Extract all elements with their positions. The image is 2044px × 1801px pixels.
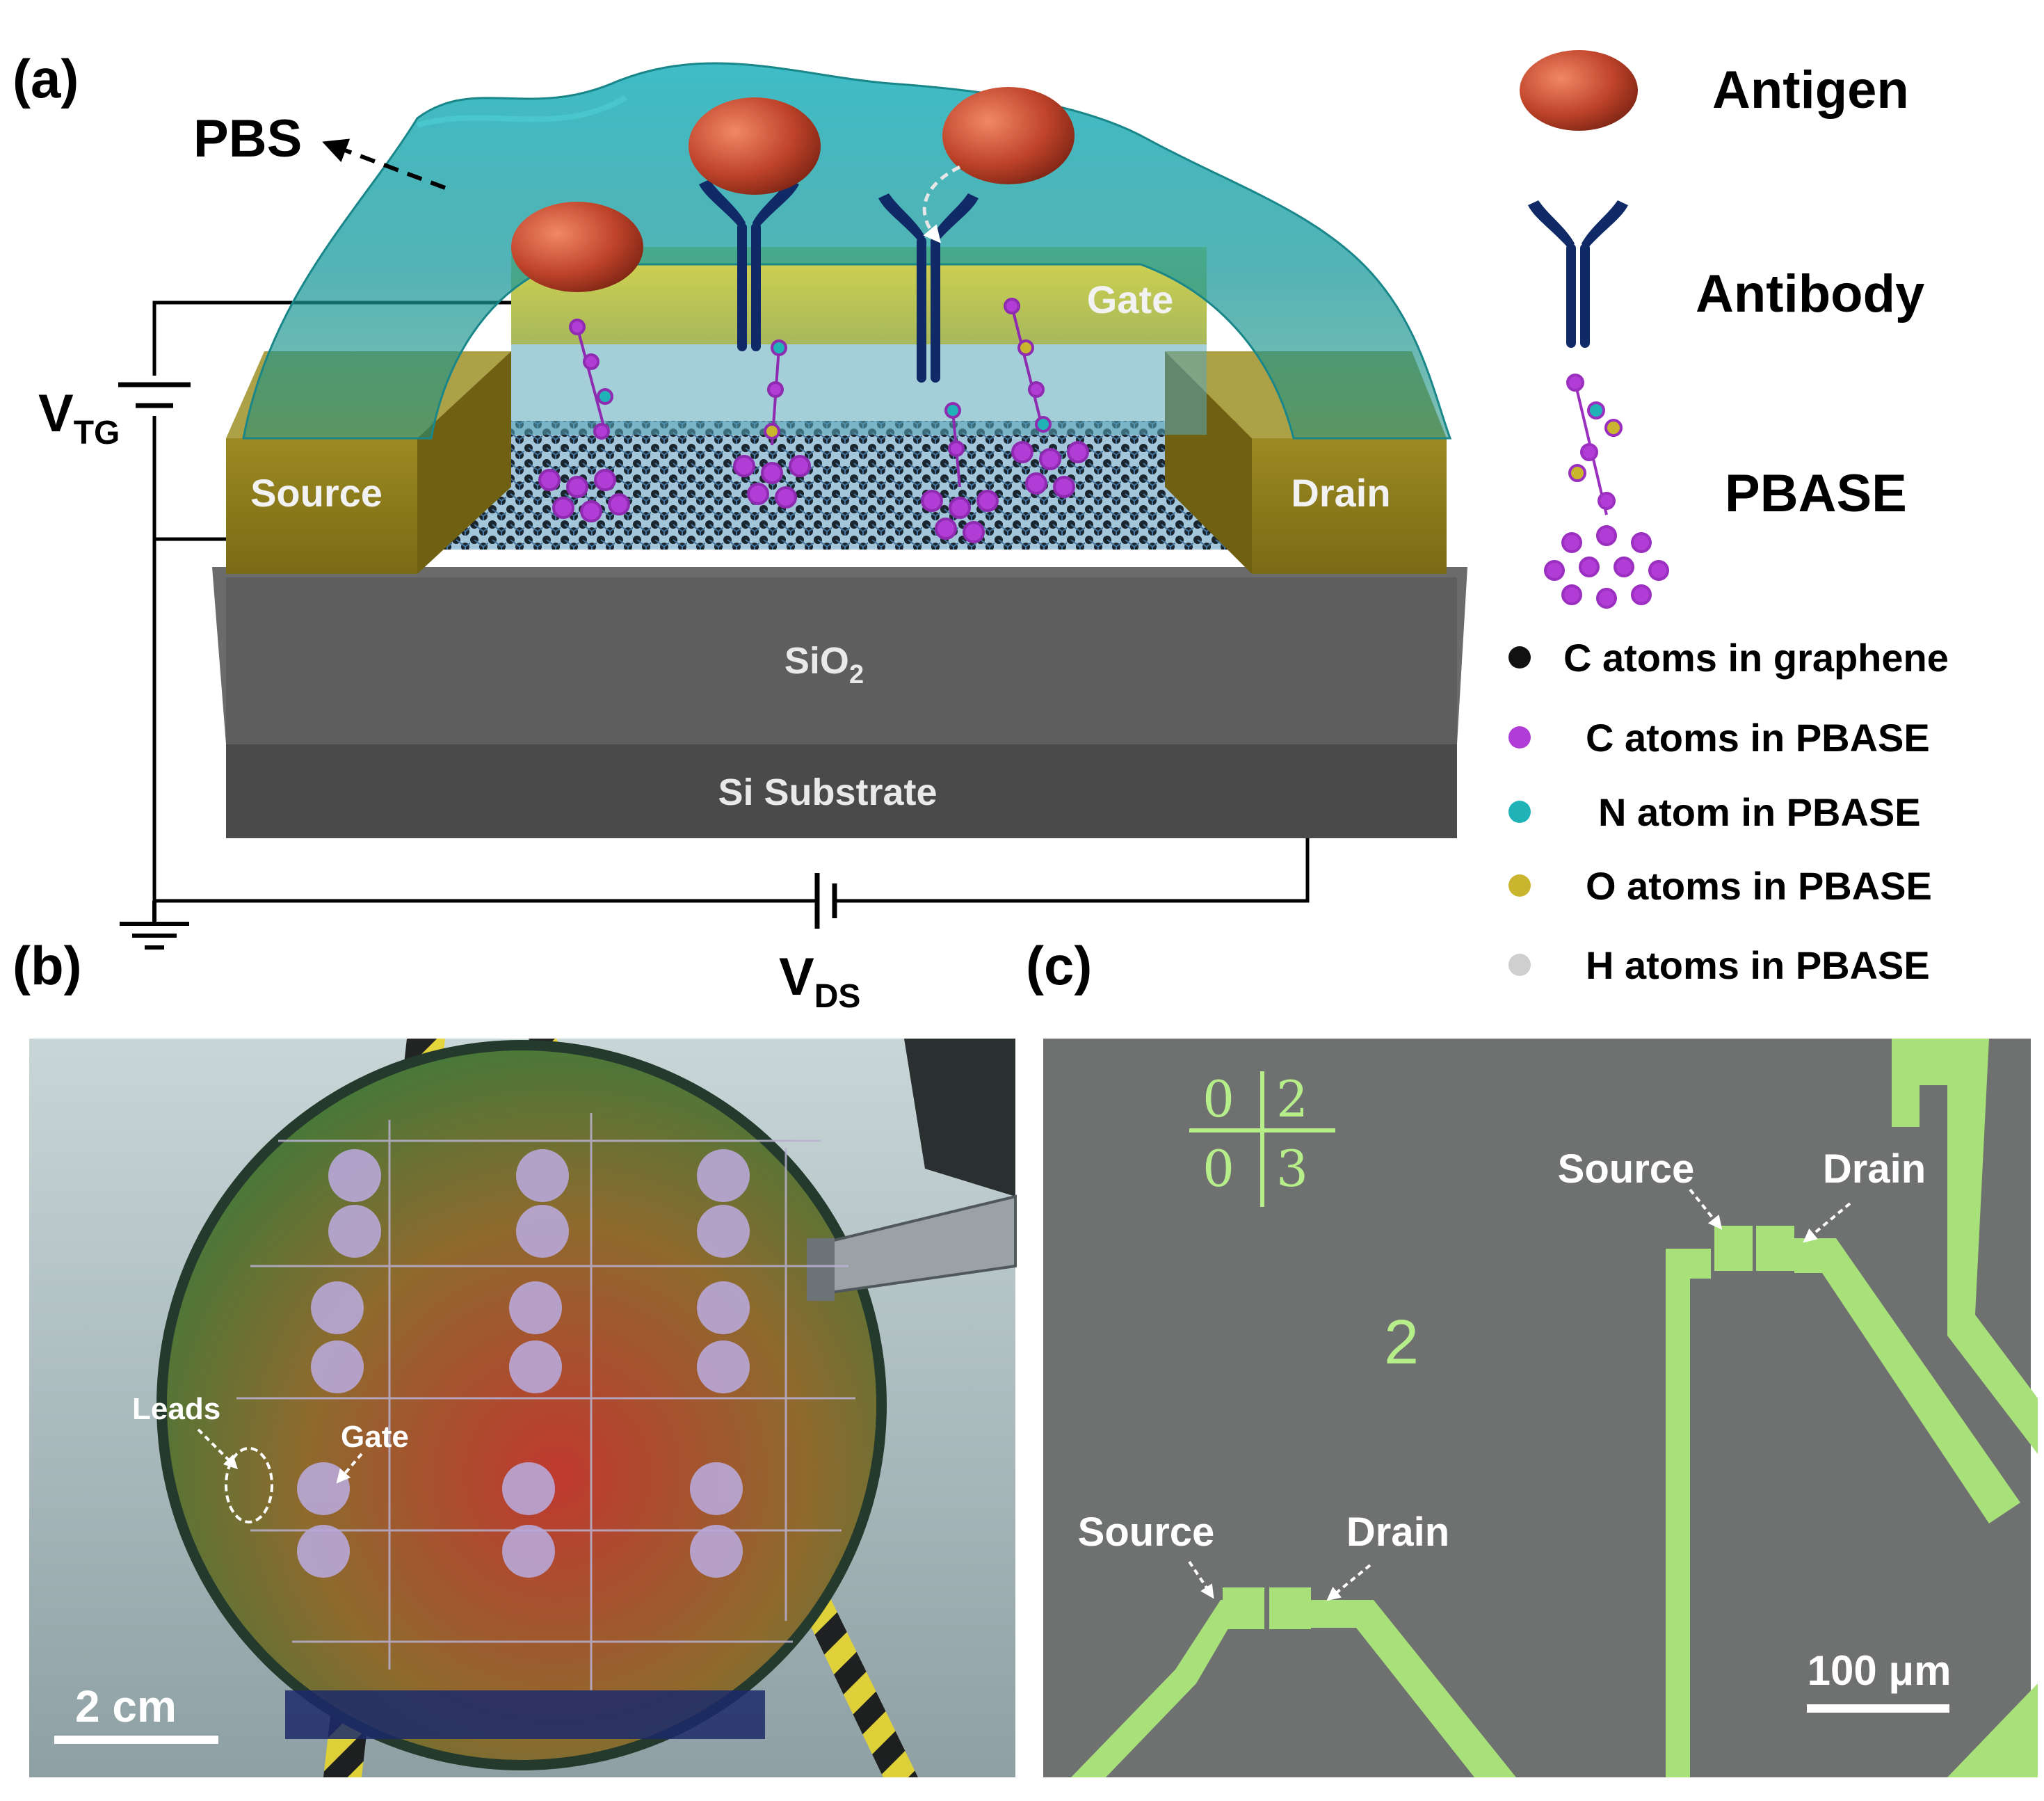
- legend-antigen-icon: [1520, 50, 1638, 131]
- vds-label: VDS: [779, 947, 860, 1015]
- pbs-label: PBS: [193, 109, 302, 168]
- vds-battery-symbol: [814, 873, 837, 929]
- legend-swatch: [1508, 954, 1531, 976]
- legend-antigen-label: Antigen: [1712, 61, 1909, 120]
- drain-label: Drain: [1291, 471, 1390, 515]
- legend: Antigen Antibody PBASE C atoms in graphe…: [1508, 50, 1949, 987]
- vtg-label: VTG: [38, 384, 120, 451]
- legend-antibody-label: Antibody: [1696, 264, 1924, 323]
- panel-label-a: (a): [13, 48, 79, 109]
- antibody-2: [878, 193, 979, 383]
- device-number: 2: [1384, 1308, 1419, 1377]
- ground-symbol: [120, 901, 189, 950]
- legend-item-0: C atoms in graphene: [1508, 636, 1949, 680]
- tweezers: [807, 1194, 1017, 1301]
- pbs-solution-dome: [242, 62, 1452, 440]
- binding-arrow: [922, 165, 961, 243]
- alignment-mark-tl: 0: [1202, 1070, 1234, 1128]
- legend-item-1: C atoms in PBASE: [1508, 716, 1930, 760]
- gate-arrow: [336, 1452, 363, 1484]
- gate-photo-label: Gate: [341, 1420, 409, 1454]
- legend-swatch: [1508, 801, 1531, 823]
- legend-item-label: H atoms in PBASE: [1586, 943, 1930, 987]
- sio2-layer: [226, 577, 1457, 744]
- alignment-mark-bl: 0: [1202, 1139, 1234, 1198]
- pbase-molecules-on-graphene: [538, 298, 1089, 543]
- drain-arrow-bottom: [1326, 1564, 1371, 1601]
- panel-label-c: (c): [1026, 935, 1092, 996]
- scale-bar-b: [54, 1736, 218, 1744]
- panel-label-b: (b): [13, 935, 82, 996]
- legend-pbase-icon: [1544, 374, 1669, 609]
- leads-label: Leads: [132, 1392, 220, 1426]
- si-substrate-layer: [226, 741, 1457, 838]
- antibody-1: [699, 179, 799, 351]
- legend-item-4: H atoms in PBASE: [1508, 943, 1930, 987]
- antigen-3: [942, 87, 1075, 184]
- gate-label: Gate: [1087, 278, 1174, 321]
- legend-pbase-label: PBASE: [1725, 464, 1907, 523]
- alignment-mark-tr: 2: [1276, 1070, 1308, 1128]
- pbase-molecule: [733, 339, 811, 509]
- legend-swatch: [1508, 646, 1531, 669]
- source-arrow-bottom: [1188, 1560, 1214, 1599]
- pbase-molecule: [1004, 298, 1089, 498]
- scale-bar-label-b: 2 cm: [75, 1681, 177, 1731]
- pbase-molecule: [538, 319, 630, 522]
- sio2-label: SiO2: [784, 640, 864, 689]
- alignment-mark: [1189, 1071, 1335, 1207]
- legend-antibody-icon: [1528, 200, 1628, 348]
- device-pads: [297, 1149, 750, 1578]
- pbs-highlight: [416, 95, 628, 128]
- micrograph: [1043, 1039, 2038, 1777]
- legend-item-label: N atom in PBASE: [1598, 790, 1921, 834]
- source-label: Source: [250, 471, 383, 515]
- legend-item-label: C atoms in graphene: [1563, 636, 1949, 680]
- traces-top-device: [1666, 1039, 2038, 1777]
- leads-arrow: [197, 1428, 239, 1470]
- legend-item-label: O atoms in PBASE: [1586, 864, 1932, 908]
- scale-bar-label-c: 100 μm: [1808, 1647, 1952, 1694]
- drain-label-bottom: Drain: [1346, 1510, 1449, 1555]
- source-label-bottom: Source: [1078, 1510, 1215, 1555]
- si-substrate-label: Si Substrate: [718, 771, 937, 813]
- antigen-1: [511, 202, 643, 292]
- traces-bottom-device: [1071, 1587, 1516, 1777]
- drain-label-top: Drain: [1823, 1146, 1926, 1192]
- device-substrate: [212, 567, 1467, 838]
- source-label-top: Source: [1558, 1146, 1695, 1192]
- legend-item-label: C atoms in PBASE: [1586, 716, 1930, 760]
- legend-swatch: [1508, 874, 1531, 897]
- legend-item-2: N atom in PBASE: [1508, 790, 1921, 834]
- legend-item-3: O atoms in PBASE: [1508, 864, 1932, 908]
- alignment-mark-br: 3: [1276, 1139, 1308, 1198]
- scale-bar-c: [1807, 1704, 1949, 1713]
- pbase-molecule: [921, 402, 999, 543]
- legend-swatch: [1508, 726, 1531, 749]
- source-arrow-top: [1689, 1188, 1723, 1230]
- device-array: [236, 1113, 855, 1690]
- wafer-photo: [29, 1039, 1017, 1777]
- pbs-pointer-arrow: [322, 138, 446, 190]
- leads-highlight-ellipse: [225, 1447, 273, 1523]
- antigen-2: [689, 97, 821, 195]
- vtg-battery-symbol: [118, 382, 191, 408]
